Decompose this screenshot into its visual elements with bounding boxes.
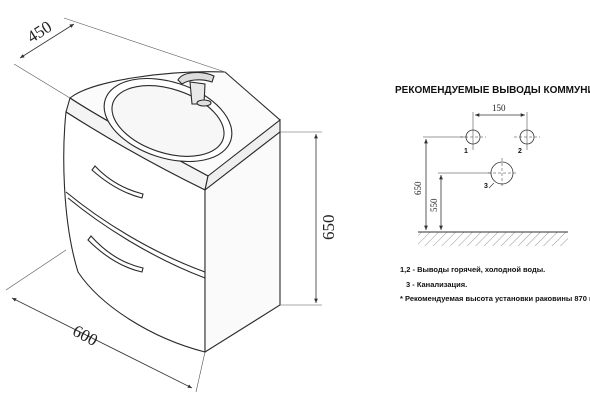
drawer-divider [65,191,206,273]
note-sewer: 3 - Канализация. [406,280,467,289]
height-550-label: 550 [429,198,439,212]
width-dimension-line [11,297,193,389]
drawer-divider-shadow [67,197,206,279]
dimension-lines [11,23,318,389]
lower-drawer-handle [87,235,144,273]
depth-dimension-label: 450 [24,17,56,47]
outlet-2-label: 2 [518,148,522,155]
faucet-icon [177,71,215,107]
communications-schematic [418,112,568,246]
height-dimension-label: 650 [319,215,338,241]
outlet-1-label: 1 [464,148,468,155]
depth-dimension-line [19,23,75,59]
communications-title: РЕКОМЕНДУЕМЫЕ ВЫВОДЫ КОММУНИКАЦИЙ [395,83,590,96]
note-sink-height: * Рекомендуемая высота установки раковин… [400,294,590,303]
vanity-cabinet-drawing [5,17,322,393]
spacing-dimension-label: 150 [492,103,506,113]
floor-hatch [418,232,568,246]
note-water-outlets: 1,2 - Выводы горячей, холодной воды. [400,265,545,274]
upper-drawer-handle [91,165,144,199]
outlet-3-label: 3 [484,183,488,190]
width-dimension-label: 600 [70,321,101,350]
height-650-label: 650 [413,181,423,195]
